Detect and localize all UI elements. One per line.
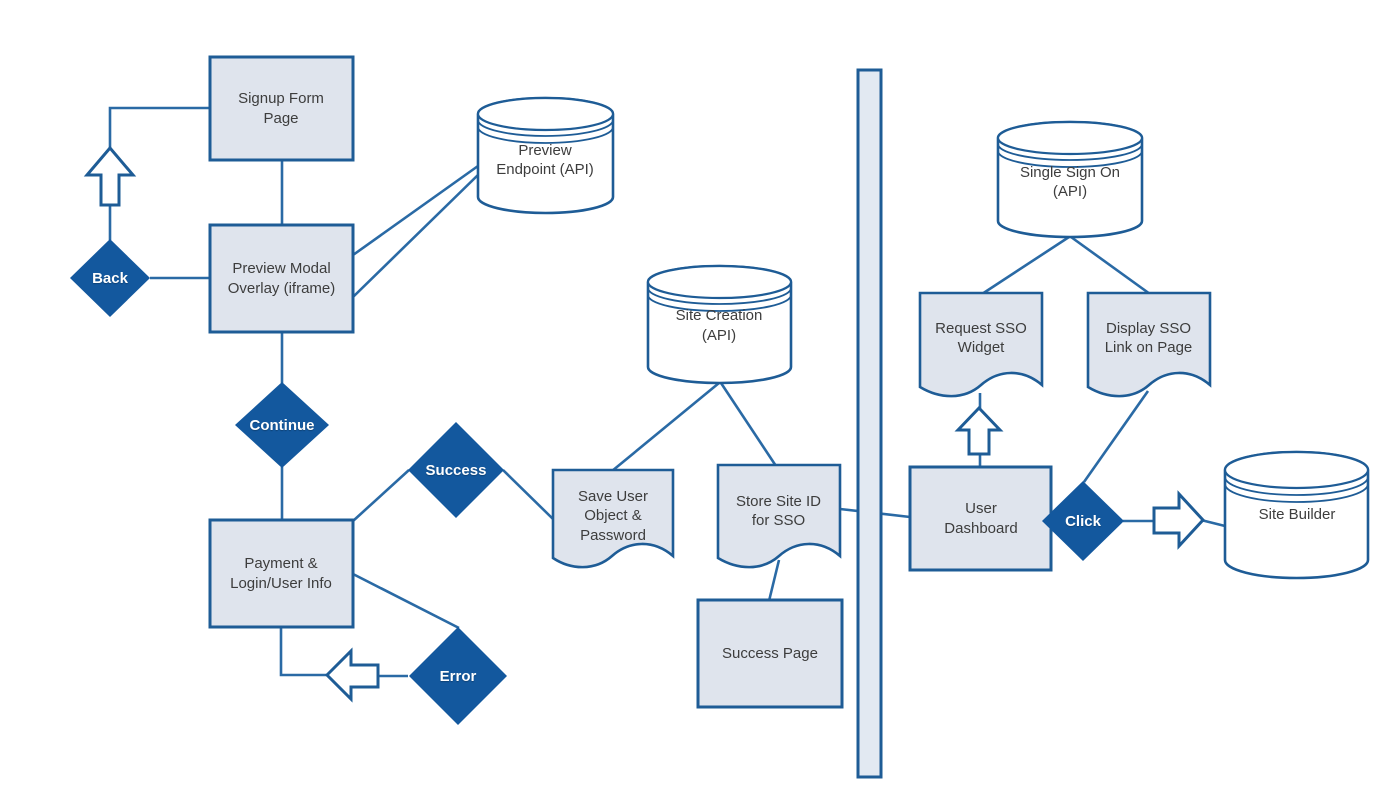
left-arrow-icon [324,647,380,703]
store-site-id-node [716,463,842,569]
connector-arrow-to-site-builder [1200,518,1226,528]
error-decision-node [409,627,507,725]
connector-sso-to-display [1070,235,1151,296]
preview-endpoint-node [476,96,615,215]
up-arrow-icon [83,145,137,207]
signup-form-node [208,55,355,162]
swimlane-divider [856,68,883,779]
site-creation-node [646,264,793,385]
connector-payment-to-success [352,469,410,522]
single-sign-on-node [996,120,1144,239]
connector-back-arrow-to-signup [108,106,210,148]
connector-store-site-to-success-page [767,559,781,602]
display-sso-node [1086,291,1212,398]
preview-modal-node [208,223,355,334]
continue-decision-node [235,382,329,468]
request-sso-node [918,291,1044,398]
connector-preview-modal-to-endpoint-1 [352,164,479,257]
up-arrow-icon [954,405,1004,456]
connector-preview-modal-to-endpoint-2 [352,172,481,298]
connector-payment-to-error [352,572,460,630]
user-dashboard-node [908,465,1053,572]
right-arrow-icon [1152,490,1206,550]
success-decision-node [408,422,504,518]
connector-display-to-click [1082,390,1150,483]
success-page-node [696,598,844,709]
connector-sso-to-request [981,235,1070,296]
payment-login-node [208,518,355,629]
back-decision-node [70,239,150,317]
connector-site-creation-to-save-user [611,381,720,473]
connector-arrow-to-payment [279,627,328,677]
site-builder-node [1223,450,1370,580]
save-user-node [551,468,675,569]
connector-success-to-save-user [502,469,554,520]
connector-site-creation-to-store-site [719,382,778,467]
connectors [108,106,1226,678]
click-decision-node [1042,481,1124,561]
